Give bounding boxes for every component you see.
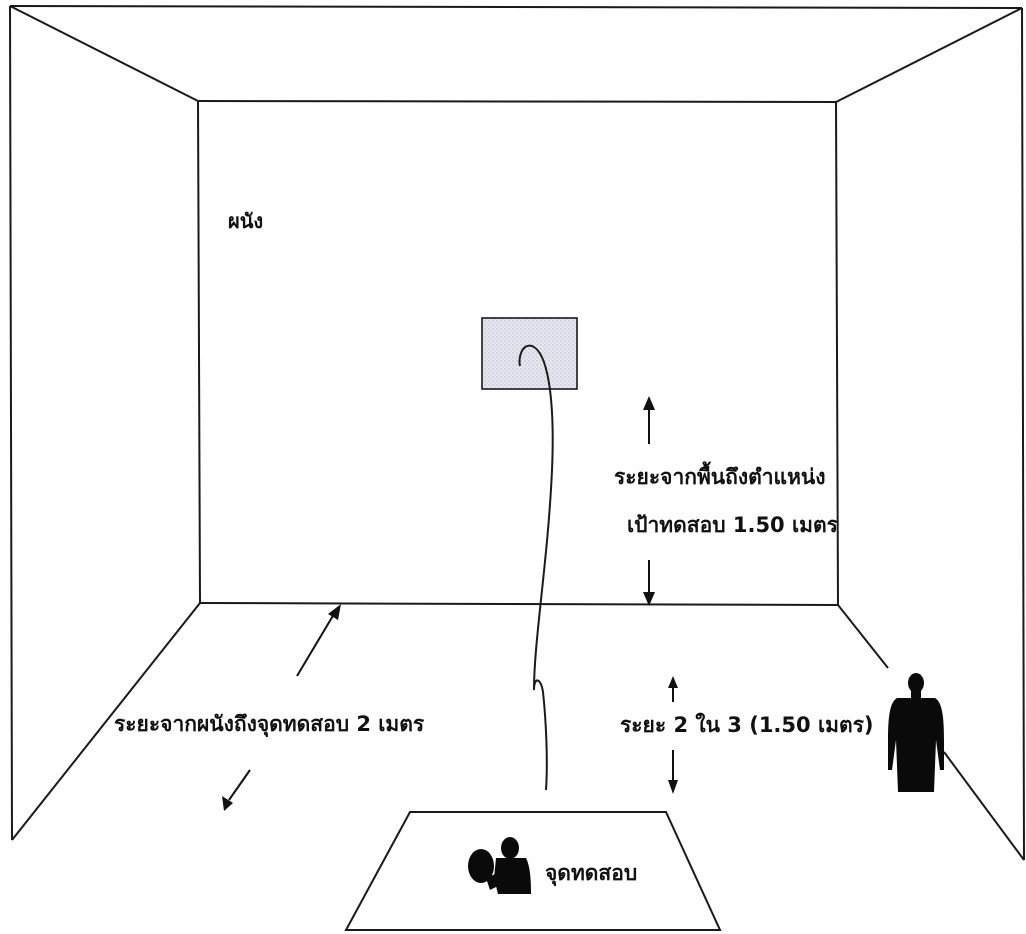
ratio-arrows — [668, 676, 678, 794]
distance-arrow-up-head-icon — [328, 604, 341, 620]
back-wall-right — [835, 101, 839, 606]
floor-right-diagonal-lower — [943, 751, 1025, 861]
floor-left-diagonal — [11, 602, 201, 841]
test-point-label: จุดทดสอบ — [545, 861, 637, 887]
ceiling-right-diagonal — [835, 7, 1023, 103]
distance-arrow-down-icon — [228, 769, 251, 801]
ratio-arrow-up-head-icon — [668, 676, 678, 688]
ball-trajectory-curve — [518, 344, 554, 791]
shooter-arm-icon — [486, 872, 502, 890]
person-head-icon — [908, 673, 924, 693]
distance-arrow-up-icon — [296, 613, 335, 677]
back-wall-top — [197, 100, 837, 103]
test-area-floor — [344, 811, 722, 931]
person-body-icon — [888, 698, 944, 792]
distance-label: ระยะจากผนังถึงจุดทดสอบ 2 เมตร — [114, 712, 425, 738]
shooter-head-icon — [501, 837, 519, 859]
back-wall-bottom — [199, 602, 839, 606]
person-neck — [911, 690, 921, 698]
ratio-arrow-down-head-icon — [668, 780, 678, 794]
standing-person-silhouette — [888, 673, 944, 792]
distance-arrow-down-head-icon — [222, 796, 233, 811]
shooter-body-icon — [494, 858, 531, 894]
height-arrow-up-head-icon — [643, 396, 655, 410]
ball-icon — [468, 849, 494, 883]
height-label-line1: ระยะจากพื้นถึงตำแหน่ง — [614, 461, 826, 489]
shooter-silhouette — [468, 837, 531, 894]
ratio-label: ระยะ 2 ใน 3 (1.50 เมตร) — [620, 712, 873, 737]
target-rectangle — [481, 317, 578, 390]
outer-left-edge — [9, 5, 13, 841]
height-arrows — [643, 396, 655, 606]
room-frame — [9, 5, 1025, 861]
height-label-line2: เป้าทดสอบ 1.50 เมตร — [627, 513, 839, 537]
wall-label: ผนัง — [228, 209, 263, 233]
distance-arrows — [222, 604, 341, 811]
outer-right-edge — [1021, 7, 1025, 861]
back-wall-left — [197, 100, 201, 604]
height-arrow-down-head-icon — [643, 592, 655, 606]
ceiling-left-diagonal — [9, 5, 199, 102]
floor-right-diagonal-upper — [837, 604, 889, 669]
outer-top-edge — [9, 5, 1023, 9]
